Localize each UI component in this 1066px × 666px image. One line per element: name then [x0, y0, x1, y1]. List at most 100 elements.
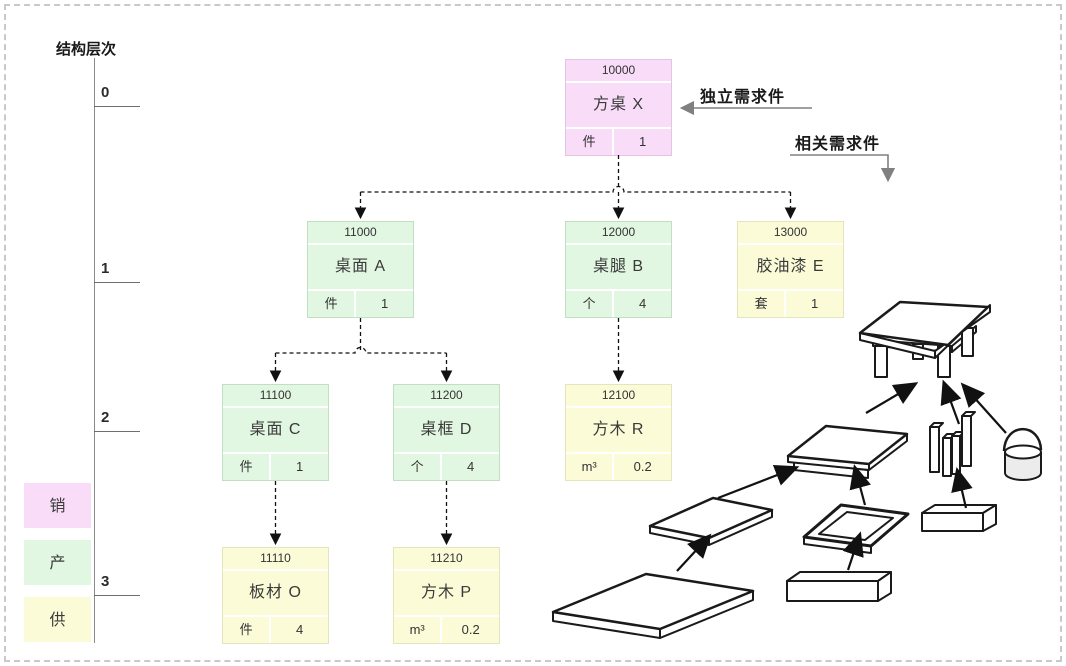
node-qty: 1	[639, 134, 647, 149]
bom-node-13000: 13000 胶油漆 E 套 1	[737, 221, 844, 318]
level-label-0: 0	[101, 84, 110, 101]
node-name: 桌面 C	[223, 408, 328, 454]
node-name: 桌腿 B	[566, 245, 671, 291]
block-illustration	[921, 504, 997, 532]
annotation-dependent-demand: 相关需求件	[795, 136, 881, 153]
bucket-rim	[1004, 444, 1042, 460]
node-qty: 4	[467, 459, 475, 474]
table-apron	[872, 339, 953, 353]
node-qty: 1	[381, 296, 389, 311]
paint-bucket-illustration	[1002, 427, 1043, 481]
node-name: 方木 R	[566, 408, 671, 454]
hierarchy-axis	[94, 58, 95, 643]
table-leg	[961, 327, 974, 357]
frame-lip	[803, 536, 872, 554]
node-unit: 个	[394, 454, 443, 480]
node-code: 11210	[394, 548, 499, 571]
dependent-demand-arrow	[790, 154, 896, 183]
panel-top	[648, 496, 774, 540]
table-leg	[912, 343, 924, 360]
beam-side	[877, 571, 892, 602]
table-apron-side	[951, 325, 977, 353]
board-top	[551, 572, 755, 631]
annotation-independent-demand: 独立需求件	[700, 89, 786, 106]
node-code: 12000	[566, 222, 671, 245]
table-leg	[874, 345, 888, 378]
node-qty: 1	[296, 459, 304, 474]
node-unit: 件	[566, 129, 615, 155]
assembly-skirt	[793, 461, 869, 479]
block-side	[982, 504, 997, 532]
board-edge	[552, 611, 661, 639]
level-tick-3	[94, 595, 140, 596]
node-unit: 套	[738, 291, 787, 317]
beam-top	[786, 571, 892, 582]
leg-stick	[951, 435, 961, 475]
bom-connectors	[269, 155, 797, 546]
node-code: 11000	[308, 222, 413, 245]
node-name: 桌面 A	[308, 245, 413, 291]
finished-table-illustration	[858, 300, 991, 378]
node-code: 12100	[566, 385, 671, 408]
table-top-edge	[859, 332, 936, 359]
legend-production: 产	[24, 540, 91, 585]
frame-outer	[802, 503, 910, 548]
tabletop-assembly-illustration	[786, 424, 909, 479]
node-qty: 0.2	[633, 459, 652, 474]
leg-stick-top	[961, 411, 976, 417]
board-illustration	[551, 572, 755, 639]
legend-supply: 供	[24, 597, 91, 642]
node-name: 桌框 D	[394, 408, 499, 454]
arrow-beam-to-frame	[842, 531, 864, 571]
node-qty: 1	[811, 296, 819, 311]
arrow-bucket-to-table	[960, 382, 1007, 434]
leg-stick	[929, 426, 940, 473]
board-edge-side	[659, 590, 754, 639]
assembly-top	[786, 424, 909, 466]
node-qty: 0.2	[461, 622, 480, 637]
block-front	[921, 512, 984, 532]
assembly-edge-side	[868, 433, 908, 471]
node-code: 13000	[738, 222, 843, 245]
table-top-edge	[934, 304, 991, 359]
legend-sales: 销	[24, 483, 91, 528]
node-code: 11100	[223, 385, 328, 408]
panel-illustration	[648, 496, 774, 546]
node-unit: 个	[566, 291, 615, 317]
bom-node-12100: 12100 方木 R m³ 0.2	[565, 384, 672, 481]
frame-inner	[818, 511, 894, 541]
node-qty: 4	[296, 622, 304, 637]
page-title: 结构层次	[56, 41, 117, 58]
node-unit: 件	[308, 291, 357, 317]
bom-node-11000: 11000 桌面 A 件 1	[307, 221, 414, 318]
leg-stick-top	[942, 433, 956, 439]
beam-illustration	[786, 571, 892, 602]
node-unit: 件	[223, 617, 272, 643]
node-qty: 4	[639, 296, 647, 311]
node-code: 11200	[394, 385, 499, 408]
arrow-panel-to-assembly	[717, 464, 800, 500]
beam-front	[786, 580, 879, 602]
bom-node-11200: 11200 桌框 D 个 4	[393, 384, 500, 481]
leg-stick-top	[951, 431, 965, 437]
node-name: 胶油漆 E	[738, 245, 843, 291]
node-unit: m³	[566, 454, 615, 480]
bucket-body	[1004, 452, 1042, 481]
leg-stick	[961, 415, 972, 467]
panel-edge-side	[708, 509, 773, 546]
node-code: 10000	[566, 60, 671, 83]
level-tick-2	[94, 431, 140, 432]
arrow-assembly-to-table	[865, 382, 919, 414]
connector-level1-rail	[360, 185, 791, 193]
arrow-board-to-panel	[676, 533, 712, 572]
level-tick-1	[94, 282, 140, 283]
node-name: 板材 O	[223, 571, 328, 617]
legs-illustration	[929, 411, 976, 477]
table-top	[858, 300, 990, 347]
node-name: 方桌 X	[566, 83, 671, 129]
leg-stick	[942, 437, 952, 477]
